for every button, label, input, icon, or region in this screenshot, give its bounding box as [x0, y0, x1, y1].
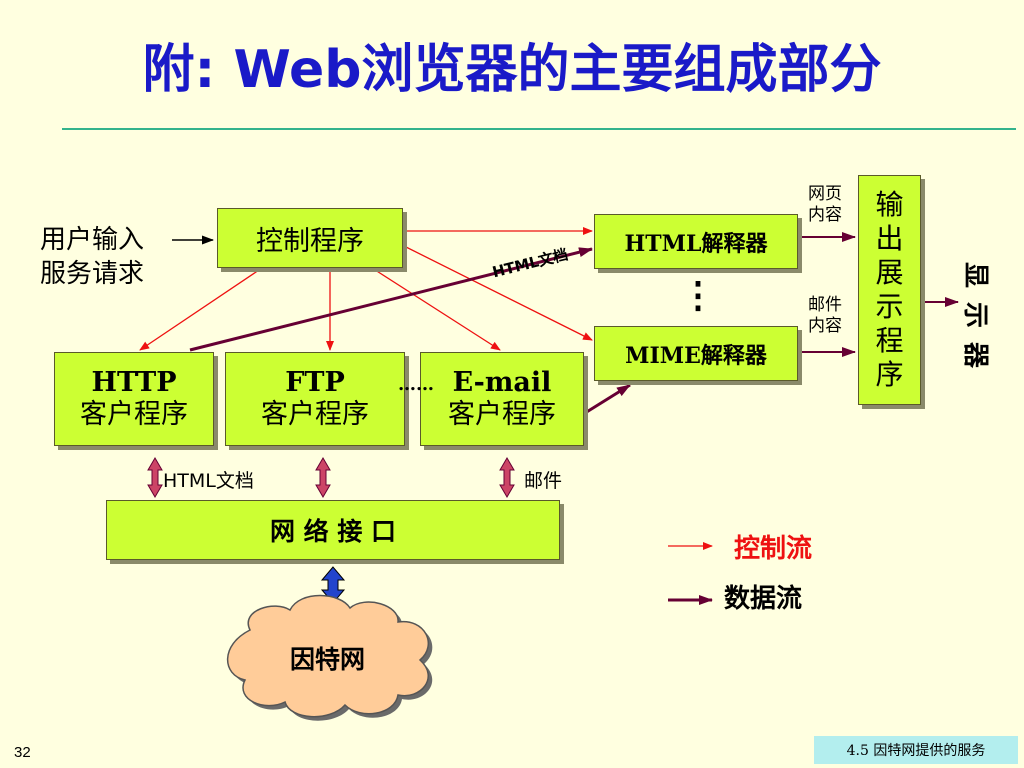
- output-program-box: 输 出 展 示 程 序: [858, 175, 921, 405]
- http-client-box: HTTP 客户程序: [54, 352, 214, 446]
- display-char: 显: [960, 261, 991, 289]
- output-char: 展: [875, 256, 904, 289]
- output-char: 程: [875, 324, 904, 357]
- output-char: 出: [875, 222, 904, 255]
- title-divider: [62, 128, 1016, 130]
- mime-interpreter-box: MIME解释器: [594, 326, 798, 381]
- data-arrow-email-to-mime: [584, 383, 631, 415]
- control-arrow-to-mime: [401, 244, 593, 341]
- display-label: 显 示 器: [960, 255, 990, 375]
- double-arrow-ftp: [315, 457, 331, 498]
- control-arrow-to-http: [139, 267, 263, 351]
- display-char: 示: [960, 301, 991, 329]
- data-arrow-http-to-html: [189, 247, 593, 352]
- mime-interpreter-label: MIME解释器: [625, 342, 767, 369]
- page-title: 附: Web浏览器的主要组成部分: [142, 40, 882, 100]
- display-char: 器: [960, 341, 991, 369]
- client-ellipsis: ……: [398, 374, 434, 395]
- control-program-box: 控制程序: [217, 208, 403, 268]
- user-input-label: 用户输入 服务请求: [40, 225, 145, 289]
- html-interpreter-box: HTML解释器: [594, 214, 798, 269]
- internet-cloud: [226, 594, 430, 718]
- email-client-box: E-mail 客户程序: [420, 352, 584, 446]
- http-client-title: HTTP: [91, 367, 177, 398]
- html-doc-label: HTML文档: [163, 470, 254, 492]
- double-arrow-http: [147, 457, 163, 498]
- output-char: 输: [875, 188, 904, 221]
- section-footer: 4.5 因特网提供的服务: [814, 736, 1018, 764]
- html-interpreter-label: HTML解释器: [624, 230, 768, 257]
- email-client-title: E-mail: [452, 367, 552, 398]
- internet-label: 因特网: [290, 645, 366, 674]
- page-number: 32: [14, 744, 31, 761]
- email-client-subtitle: 客户程序: [448, 399, 556, 430]
- control-arrow-to-email: [371, 267, 501, 351]
- control-program-label: 控制程序: [256, 225, 364, 257]
- mail-content-label: 邮件 内容: [808, 295, 842, 336]
- ftp-client-title: FTP: [285, 367, 345, 398]
- mail-label: 邮件: [524, 470, 563, 492]
- double-arrow-email: [499, 457, 515, 498]
- interpreter-ellipsis: ⋮: [680, 274, 716, 316]
- output-char: 示: [875, 290, 904, 323]
- ftp-client-box: FTP 客户程序: [225, 352, 405, 446]
- ftp-client-subtitle: 客户程序: [261, 399, 369, 430]
- network-interface-label: 网 络 接 口: [269, 517, 397, 546]
- http-client-subtitle: 客户程序: [80, 399, 188, 430]
- section-footer-label: 4.5 因特网提供的服务: [846, 743, 986, 759]
- legend-control-flow-label: 控制流: [734, 534, 813, 564]
- network-interface-box: 网 络 接 口: [106, 500, 560, 560]
- webpage-content-label: 网页 内容: [808, 184, 842, 225]
- legend-data-flow-label: 数据流: [724, 584, 803, 614]
- output-char: 序: [875, 358, 904, 391]
